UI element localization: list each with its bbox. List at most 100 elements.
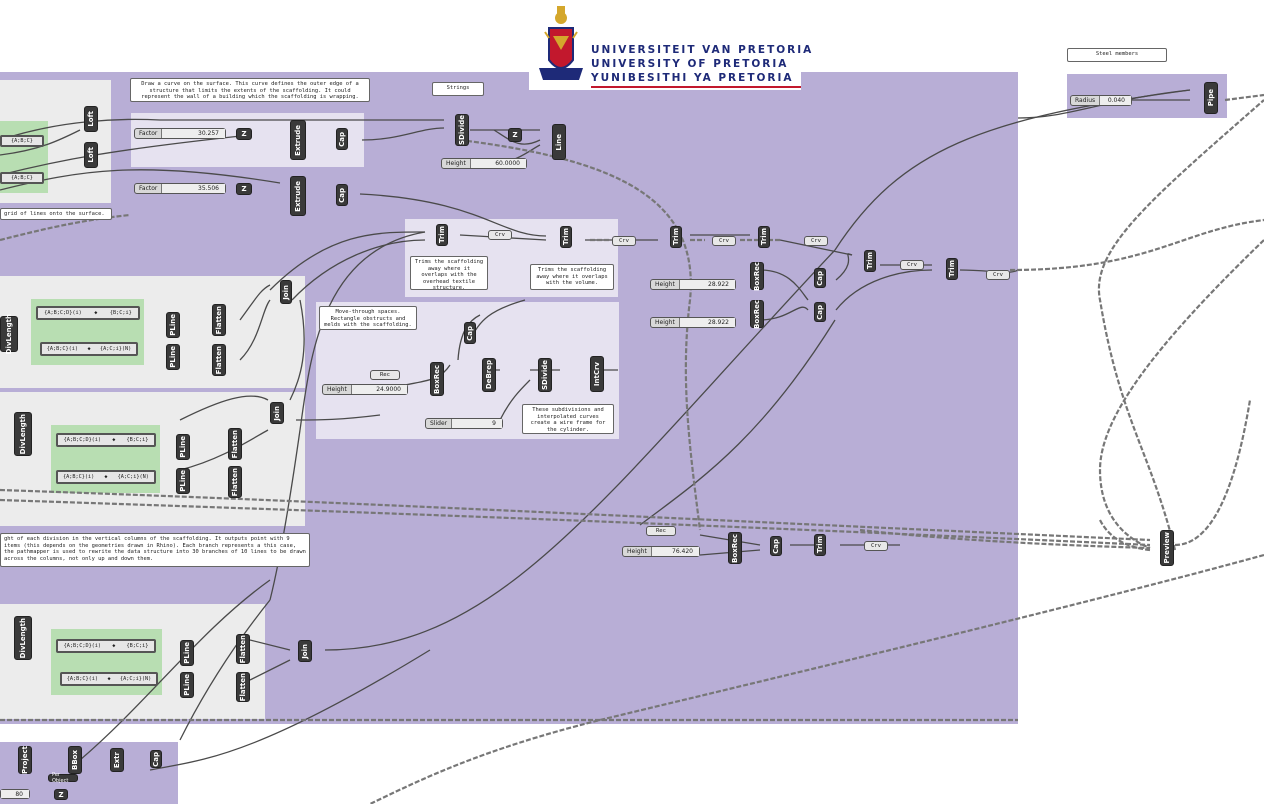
- project-component[interactable]: Project: [18, 746, 32, 774]
- crv-param-2[interactable]: Crv: [612, 236, 636, 246]
- divlength-component-1[interactable]: DivLength: [0, 314, 18, 354]
- slider-label: Height: [651, 318, 680, 327]
- line-component[interactable]: Line: [552, 124, 566, 160]
- component-label: Trim: [438, 226, 446, 244]
- rec-param-2[interactable]: Rec: [646, 526, 676, 536]
- bottom-slider[interactable]: 80: [0, 789, 30, 799]
- path-mapper-3[interactable]: {A;B;C;D}(i)◆{B;C;i}: [56, 433, 156, 447]
- z-component-1[interactable]: Z: [236, 128, 252, 140]
- crv-param-3[interactable]: Crv: [712, 236, 736, 246]
- slider-value: 28.922: [679, 318, 735, 327]
- extrude-component-1[interactable]: Extrude: [290, 120, 306, 160]
- steel-members-note[interactable]: Steel members: [1067, 48, 1167, 62]
- cap-component-3[interactable]: Cap: [814, 268, 826, 288]
- arrow-icon: ◆: [112, 437, 116, 443]
- height-slider-4[interactable]: Height 24.9000: [322, 384, 408, 395]
- move-through-note[interactable]: Move-through spaces. Rectangle obstructs…: [319, 306, 417, 330]
- loft-component-1[interactable]: Loft: [84, 106, 98, 132]
- grid-note[interactable]: grid of lines onto the surface.: [0, 208, 112, 220]
- boxrec-component-1[interactable]: BoxRec: [750, 262, 764, 290]
- height-slider-1[interactable]: Height 60.0000: [441, 158, 527, 169]
- factor-slider-2[interactable]: Factor 35.506: [134, 183, 226, 194]
- pline-component-2[interactable]: PLine: [166, 344, 180, 370]
- z-component-3[interactable]: Z: [508, 128, 522, 142]
- height-slider-3[interactable]: Height 28.922: [650, 317, 736, 328]
- cap-component-1[interactable]: Cap: [336, 128, 348, 150]
- flatten-component-5[interactable]: Flatten: [236, 634, 250, 664]
- path-mapper-1[interactable]: {A;B;C;D}(i)◆{B;C;i}: [36, 306, 140, 320]
- boxrec-component-4[interactable]: BoxRec: [728, 532, 742, 564]
- height-slider-2[interactable]: Height 28.922: [650, 279, 736, 290]
- flatten-component-6[interactable]: Flatten: [236, 672, 250, 702]
- trim-component-4[interactable]: Trim: [758, 226, 770, 248]
- extrude-component-2[interactable]: Extrude: [290, 176, 306, 216]
- count-slider[interactable]: Slider 9: [425, 418, 503, 429]
- crv-param-6[interactable]: Crv: [986, 270, 1010, 280]
- flatten-component-4[interactable]: Flatten: [228, 466, 242, 498]
- pline-component-3[interactable]: PLine: [176, 434, 190, 460]
- factor-slider-1[interactable]: Factor 30.257: [134, 128, 226, 139]
- trim-component-5[interactable]: Trim: [864, 250, 876, 272]
- divlength-component-3[interactable]: DivLength: [14, 616, 32, 660]
- cap-component-2[interactable]: Cap: [336, 184, 348, 206]
- sdivide-component-1[interactable]: SDivide: [455, 114, 469, 146]
- component-label: PLine: [183, 674, 191, 696]
- z-component-2[interactable]: Z: [236, 183, 252, 195]
- cap-component-4[interactable]: Cap: [814, 302, 826, 322]
- path-mapper-0b[interactable]: {A;B;C}: [0, 172, 44, 184]
- join-component-2[interactable]: Join: [270, 402, 284, 424]
- debrep-component[interactable]: DeBrep: [482, 358, 496, 392]
- z-component-4[interactable]: Z: [54, 789, 68, 800]
- crv-param-7[interactable]: Crv: [864, 541, 888, 551]
- pline-component-4[interactable]: PLine: [176, 468, 190, 494]
- loft-component-2[interactable]: Loft: [84, 142, 98, 168]
- curve-note[interactable]: Draw a curve on the surface. This curve …: [130, 78, 370, 102]
- cap-component-5[interactable]: Cap: [464, 322, 476, 344]
- cap-component-7[interactable]: Cap: [150, 750, 162, 768]
- cap-component-6[interactable]: Cap: [770, 536, 782, 556]
- path-mapper-4[interactable]: {A;B;C}(i)◆{A;C;i}(N): [56, 470, 156, 484]
- sdivide-component-2[interactable]: SDivide: [538, 358, 552, 392]
- trim-component-7[interactable]: Trim: [814, 534, 826, 556]
- rec-param-1[interactable]: Rec: [370, 370, 400, 380]
- crv-param-5[interactable]: Crv: [900, 260, 924, 270]
- path-mapper-2[interactable]: {A;B;C}(i)◆{A;C;i}(N): [40, 342, 138, 356]
- pline-component-1[interactable]: PLine: [166, 312, 180, 338]
- flatten-component-2[interactable]: Flatten: [212, 344, 226, 376]
- crv-param-1[interactable]: Crv: [488, 230, 512, 240]
- extr-component[interactable]: Extr: [110, 748, 124, 772]
- pline-component-5[interactable]: PLine: [180, 640, 194, 666]
- strings-note[interactable]: Strings: [432, 82, 484, 96]
- boxrec-component-2[interactable]: BoxRec: [750, 300, 764, 328]
- path-to: {B;C;i}: [126, 437, 149, 443]
- pline-component-6[interactable]: PLine: [180, 672, 194, 698]
- university-crest-icon: [539, 6, 583, 80]
- trim-component-2[interactable]: Trim: [560, 226, 572, 248]
- preview-component[interactable]: Preview: [1160, 530, 1174, 566]
- height-slider-5[interactable]: Height 76.420: [622, 546, 700, 557]
- path-mapper-5[interactable]: {A;B;C;D}(i)◆{B;C;i}: [56, 639, 156, 653]
- pipe-component[interactable]: Pipe: [1204, 82, 1218, 114]
- trim-component-3[interactable]: Trim: [670, 226, 682, 248]
- trim-textile-note[interactable]: Trims the scaffolding away where it over…: [410, 256, 488, 290]
- join-component-1[interactable]: Join: [280, 280, 292, 304]
- join-component-3[interactable]: Join: [298, 640, 312, 662]
- boxrec-component-3[interactable]: BoxRec: [430, 362, 444, 396]
- trim-volume-note[interactable]: Trims the scaffolding away where it over…: [530, 264, 614, 290]
- height-note[interactable]: ght of each division in the vertical col…: [0, 533, 310, 567]
- path-mapper-6[interactable]: {A;B;C}(i)◆{A;C;i}(N): [60, 672, 158, 686]
- trim-component-6[interactable]: Trim: [946, 258, 958, 280]
- flatten-component-3[interactable]: Flatten: [228, 428, 242, 460]
- trim-component-1[interactable]: Trim: [436, 224, 448, 246]
- intcrv-component[interactable]: IntCrv: [590, 356, 604, 392]
- divlength-component-2[interactable]: DivLength: [14, 412, 32, 456]
- crv-param-4[interactable]: Crv: [804, 236, 828, 246]
- radius-slider[interactable]: Radius 0.040: [1070, 95, 1132, 106]
- subdivisions-note[interactable]: These subdivisions and interpolated curv…: [522, 404, 614, 434]
- component-label: SDivide: [541, 360, 549, 390]
- flatten-component-1[interactable]: Flatten: [212, 304, 226, 336]
- path-mapper-0a[interactable]: {A;B;C}: [0, 135, 44, 147]
- bbox-component[interactable]: BBox: [68, 746, 82, 774]
- component-label: IntCrv: [593, 361, 601, 387]
